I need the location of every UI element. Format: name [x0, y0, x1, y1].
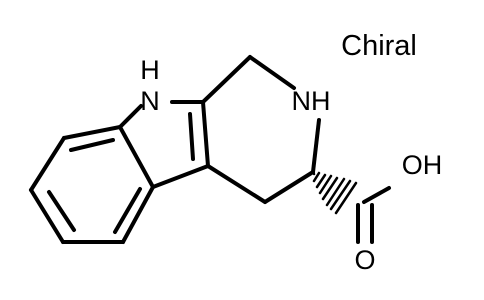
atom-label-oh: OH: [402, 150, 443, 180]
benzene-ring: [29, 125, 155, 244]
atom-label-o: O: [354, 245, 375, 275]
double-bond-inner: [47, 190, 76, 232]
bond: [118, 104, 143, 129]
bond: [62, 125, 122, 140]
bond: [362, 186, 391, 204]
atom-label-n: N: [140, 86, 160, 116]
chiral-flag: Chiral: [341, 30, 417, 62]
double-bond-inner: [69, 138, 115, 152]
bond: [311, 118, 321, 174]
atom-label-h: H: [140, 55, 160, 85]
bond: [151, 164, 210, 189]
atom-label-nh: NH: [292, 86, 331, 116]
bond: [201, 100, 210, 168]
bond: [121, 185, 155, 244]
bond: [201, 55, 252, 104]
bond: [206, 164, 267, 204]
bond: [29, 188, 65, 244]
carboxyl-group: [356, 186, 391, 244]
bond: [263, 170, 315, 204]
bond: [29, 136, 66, 192]
bond: [248, 55, 296, 90]
pyrrole-ring: [118, 100, 210, 189]
piperidine-ring: [201, 55, 321, 204]
hashed-wedge-bond: [311, 170, 358, 215]
bond: [118, 125, 155, 189]
double-bond-inner: [188, 112, 195, 161]
double-bond-inner: [113, 187, 142, 234]
